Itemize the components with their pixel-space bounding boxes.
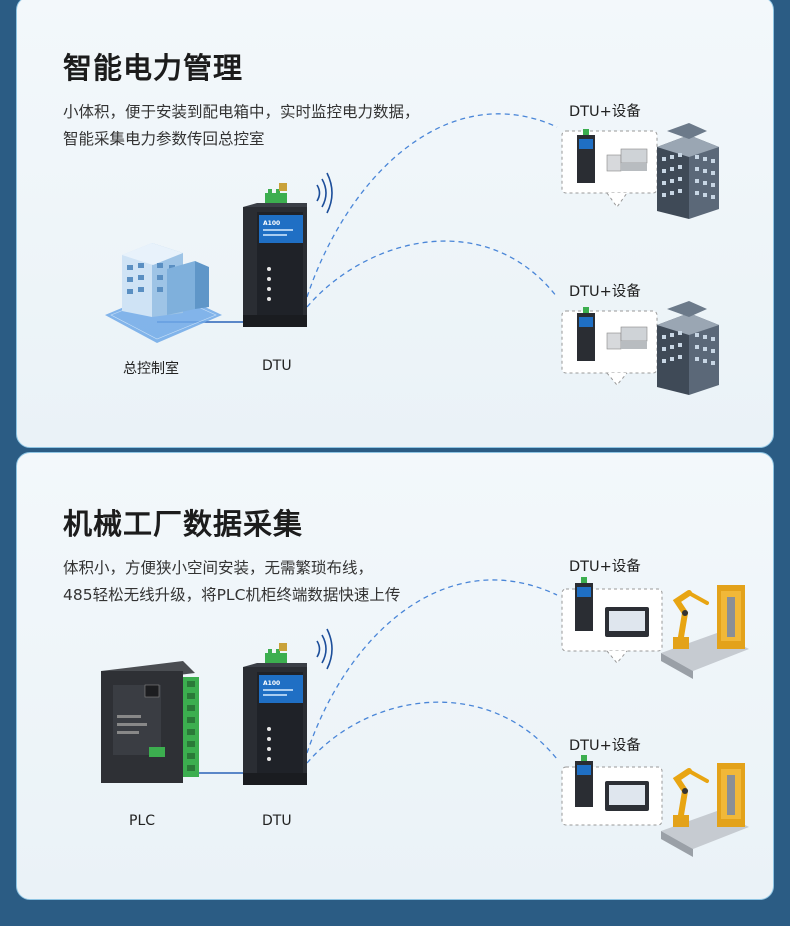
power-diagram: A100: [105, 113, 719, 395]
description-line: 485轻松无线升级，将PLC机柜终端数据快速上传: [63, 586, 401, 604]
office-building-icon: [657, 123, 719, 219]
svg-text:A100: A100: [263, 680, 280, 687]
section-description: 体积小，方便狭小空间安装，无需繁琐布线， 485轻松无线升级，将PLC机柜终端数…: [63, 555, 400, 609]
target-device-bubble: [561, 755, 663, 826]
factory-diagram: A100: [101, 577, 749, 857]
plc-device-icon: [101, 661, 199, 783]
description-line: 小体积，便于安装到配电箱中，实时监控电力数据，: [63, 103, 420, 121]
section-description: 小体积，便于安装到配电箱中，实时监控电力数据， 智能采集电力参数传回总控室: [63, 99, 420, 153]
wireless-link-lower: [306, 240, 558, 308]
industrial-robot-icon: [661, 763, 749, 857]
wireless-link-lower: [306, 701, 558, 764]
dtu-device-icon: A100: [243, 643, 307, 785]
power-management-card: 智能电力管理 小体积，便于安装到配电箱中，实时监控电力数据， 智能采集电力参数传…: [16, 0, 774, 448]
section-title: 智能电力管理: [63, 51, 244, 85]
wireless-link-upper: [306, 579, 558, 754]
industrial-robot-icon: [661, 585, 749, 679]
plc-label: PLC: [129, 813, 156, 829]
wireless-signal-icon: [316, 628, 333, 670]
target-device-bubble: [561, 129, 658, 208]
dtu-device-icon: A100: [243, 183, 307, 327]
svg-text:A100: A100: [263, 220, 280, 227]
target-device-bubble: [561, 577, 663, 664]
target-label: DTU+设备: [569, 284, 641, 300]
dtu-label: DTU: [262, 358, 292, 374]
target-label: DTU+设备: [569, 559, 641, 575]
target-device-bubble: [561, 307, 658, 386]
dtu-label: DTU: [262, 813, 292, 829]
wireless-signal-icon: [316, 172, 333, 214]
description-line: 智能采集电力参数传回总控室: [63, 130, 265, 148]
factory-data-card: 机械工厂数据采集 体积小，方便狭小空间安装，无需繁琐布线， 485轻松无线升级，…: [16, 452, 774, 900]
description-line: 体积小，方便狭小空间安装，无需繁琐布线，: [63, 559, 374, 577]
target-label: DTU+设备: [569, 104, 641, 120]
target-label: DTU+设备: [569, 738, 641, 754]
control-room-label: 总控制室: [123, 361, 179, 377]
wireless-link-upper: [306, 113, 558, 298]
section-title: 机械工厂数据采集: [63, 507, 304, 541]
control-room-building-icon: [105, 243, 222, 343]
office-building-icon: [657, 301, 719, 395]
